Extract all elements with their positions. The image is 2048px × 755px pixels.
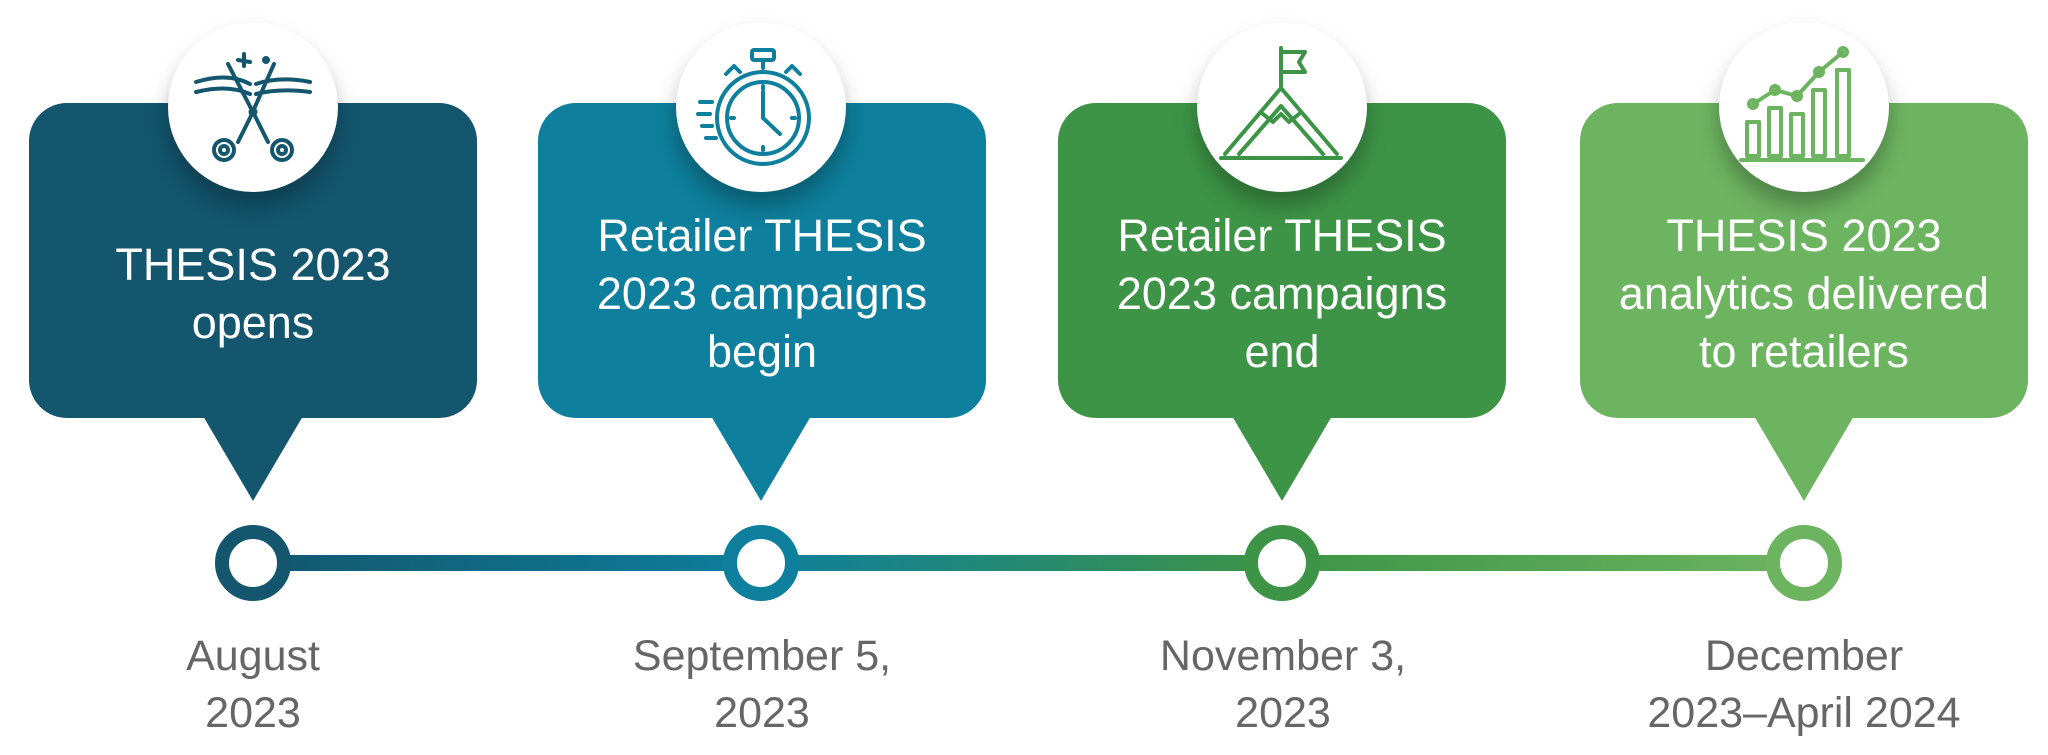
milestone-label: Retailer THESIS 2023 campaigns end [1116, 210, 1448, 377]
milestone-date: September 5, 2023 [632, 632, 892, 737]
stopwatch-icon [696, 48, 811, 166]
timeline-node [1244, 525, 1320, 601]
milestone-pointer [1754, 416, 1854, 501]
scissors-icon [194, 52, 312, 162]
milestone-icon-badge [676, 22, 846, 192]
timeline-line [253, 555, 1805, 571]
milestone-icon-badge [1197, 22, 1367, 192]
milestone-label: Retailer THESIS 2023 campaigns begin [596, 210, 928, 377]
milestone-date: November 3, 2023 [1159, 632, 1407, 737]
milestone-pointer [711, 416, 811, 501]
growth-chart-icon [1739, 46, 1865, 162]
mountain-flag-icon [1219, 46, 1343, 160]
milestone-icon-badge [1719, 22, 1889, 192]
milestone-label: THESIS 2023 analytics delivered to retai… [1618, 210, 1990, 377]
timeline-node [1766, 525, 1842, 601]
milestone-pointer [203, 416, 303, 501]
milestone-icon-badge [168, 22, 338, 192]
milestone-pointer [1232, 416, 1332, 501]
timeline-node [215, 525, 291, 601]
timeline-node [723, 525, 799, 601]
milestone-label: THESIS 2023 opens [115, 239, 391, 348]
milestone-date: December 2023–April 2024 [1647, 632, 1961, 737]
milestone-date: August 2023 [186, 632, 320, 737]
